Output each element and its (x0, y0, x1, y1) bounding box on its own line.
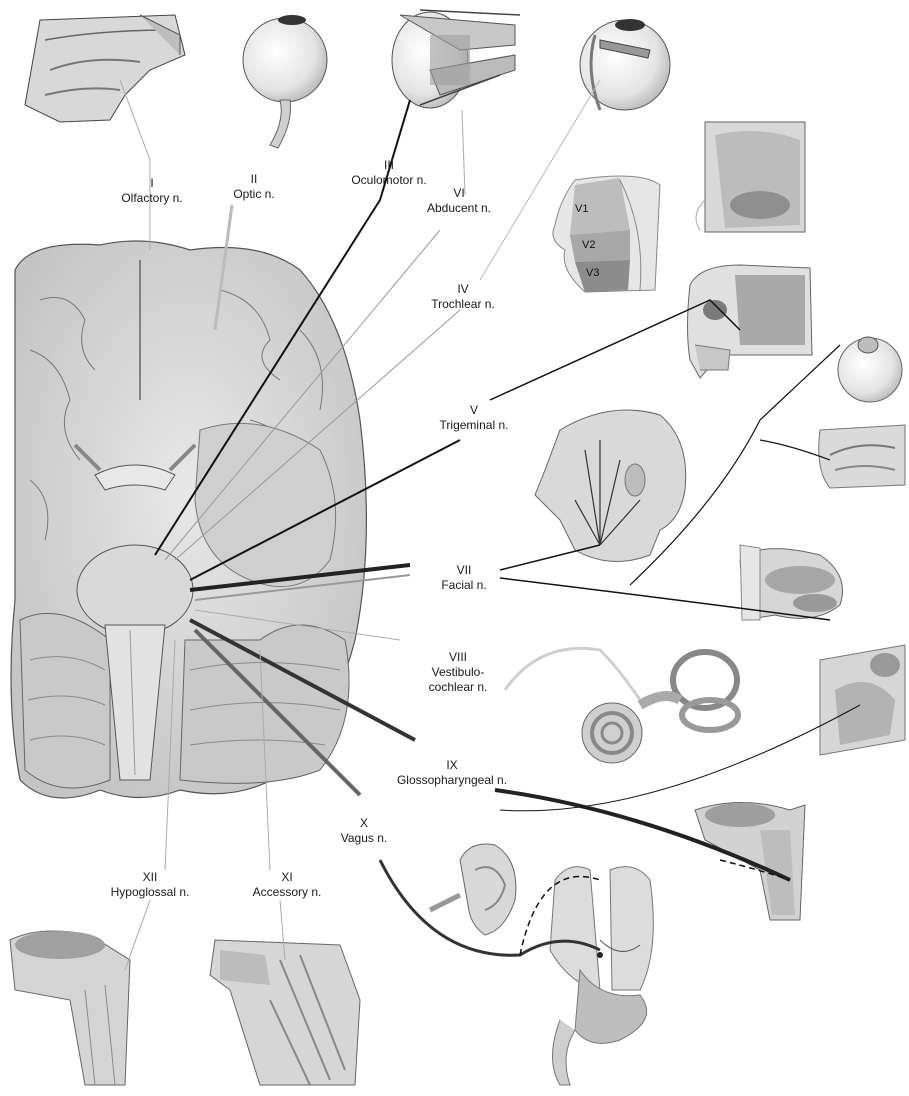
nerve-numeral: III (351, 158, 426, 173)
nerve-name: Hypoglossal n. (111, 885, 190, 900)
nerve-name: Olfactory n. (121, 191, 182, 206)
nerve-name: Facial n. (441, 578, 486, 593)
nerve-label-XII: XII Hypoglossal n. (111, 870, 190, 900)
nerve-numeral: XI (253, 870, 322, 885)
head-facial-illustration (535, 410, 686, 561)
nerve-label-XI: XI Accessory n. (253, 870, 322, 900)
nerve-name: Optic n. (233, 187, 274, 202)
nerve-numeral: V (440, 403, 509, 418)
parotid-region-illustration (820, 645, 905, 755)
brain-inferior-illustration (11, 241, 366, 798)
nerve-label-IV: IV Trochlear n. (431, 282, 495, 312)
nerve-label-VII: VII Facial n. (441, 563, 486, 593)
nerve-name: Trochlear n. (431, 297, 495, 312)
nerve-name: Accessory n. (253, 885, 322, 900)
thoracic-viscera-illustration (550, 867, 653, 1085)
neck-muscles-illustration (210, 940, 360, 1085)
nerve-label-I: I Olfactory n. (121, 176, 182, 206)
nerve-name: Abducent n. (427, 201, 491, 216)
nerve-numeral: X (341, 816, 387, 831)
tongue-illustration (740, 545, 843, 620)
nerve-numeral: II (233, 172, 274, 187)
external-ear-illustration (430, 844, 516, 935)
nasopharynx-illustration (696, 122, 805, 232)
face-divisions-illustration: V1 V2 V3 (553, 176, 660, 292)
nerve-name-line2: cochlear n. (429, 680, 488, 695)
nerve-name: Glossopharyngeal n. (397, 773, 507, 788)
nerve-numeral: VIII (429, 650, 488, 665)
nerve-numeral: IV (431, 282, 495, 297)
nerve-name: Oculomotor n. (351, 173, 426, 188)
nerve-numeral: XII (111, 870, 190, 885)
eyeball-trochlear-illustration (580, 19, 670, 110)
eyeball-small-illustration (838, 337, 902, 402)
tongue-neck-illustration (10, 931, 130, 1085)
nerve-numeral: I (121, 176, 182, 191)
nerve-name: Trigeminal n. (440, 418, 509, 433)
v2-label: V2 (582, 239, 595, 251)
nerve-label-X: X Vagus n. (341, 816, 387, 846)
nasal-small-illustration (819, 425, 905, 488)
inner-ear-illustration (505, 648, 738, 763)
nerve-label-V: V Trigeminal n. (440, 403, 509, 433)
nerve-name-line1: Vestibulo- (429, 665, 488, 680)
nerve-label-VIII: VIII Vestibulo- cochlear n. (429, 650, 488, 695)
nerve-name: Vagus n. (341, 831, 387, 846)
eyeball-optic-illustration (243, 15, 327, 148)
nerve-numeral: VII (441, 563, 486, 578)
v3-label: V3 (586, 267, 599, 279)
skull-lateral-illustration (688, 265, 813, 378)
nerve-numeral: VI (427, 186, 491, 201)
nerve-label-II: II Optic n. (233, 172, 274, 202)
v1-label: V1 (575, 203, 588, 215)
nerve-numeral: IX (397, 758, 507, 773)
nasal-cavity-illustration (25, 15, 185, 122)
orbit-muscles-illustration (392, 10, 520, 108)
nerve-label-VI: VI Abducent n. (427, 186, 491, 216)
nerve-label-III: III Oculomotor n. (351, 158, 426, 188)
nerve-label-IX: IX Glossopharyngeal n. (397, 758, 507, 788)
